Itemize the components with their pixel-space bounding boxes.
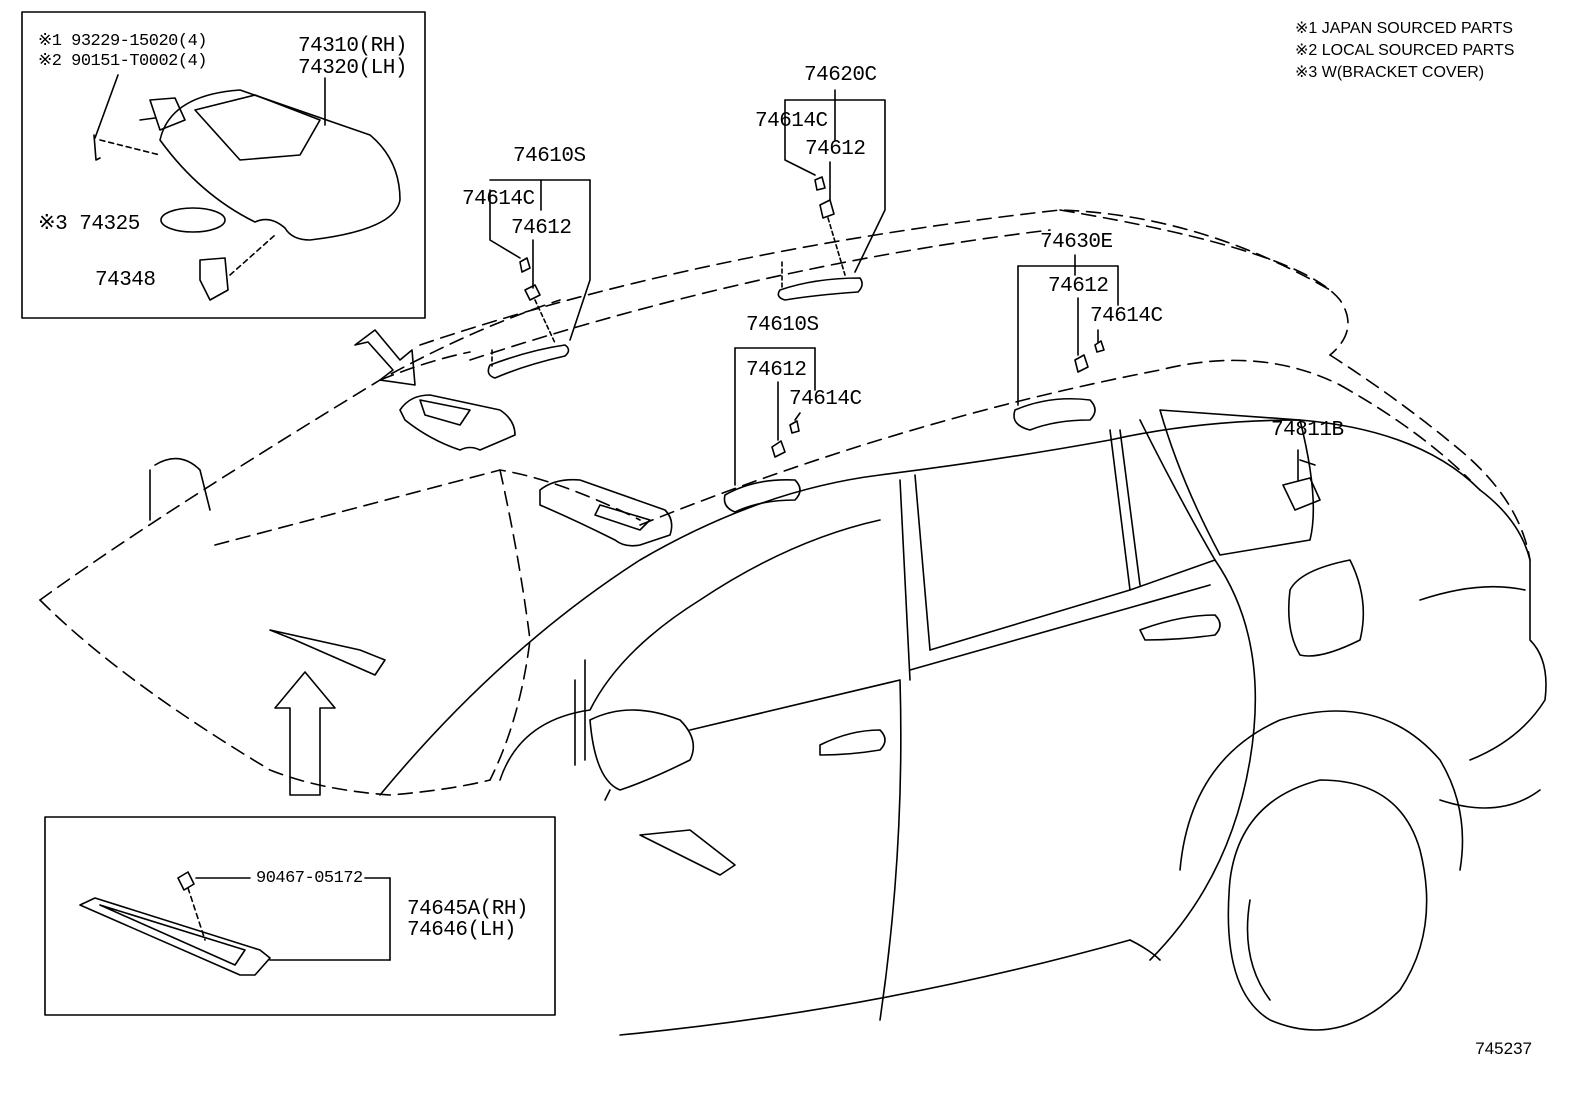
label-visor-rh: 74310(RH) bbox=[298, 35, 407, 58]
label-trim-rh: 74645A(RH) bbox=[407, 898, 529, 921]
label-trim-clip: 90467-05172 bbox=[256, 869, 363, 888]
label-trim-lh: 74646(LH) bbox=[407, 919, 516, 942]
label-screw-japan: ※1 93229-15020(4) bbox=[38, 32, 207, 51]
label-screw-local: ※2 90151-T0002(4) bbox=[38, 52, 207, 71]
label-grip-mid-plug: 74614C bbox=[789, 388, 862, 411]
label-grip-roof-assy: 74620C bbox=[804, 64, 877, 87]
coat-hook bbox=[1282, 449, 1321, 511]
inset-visor-drawing bbox=[93, 74, 401, 301]
label-grip-front-clip: 74612 bbox=[511, 217, 572, 240]
diagram-code: 745237 bbox=[1475, 1039, 1532, 1058]
legend-note-2: ※2 LOCAL SOURCED PARTS bbox=[1295, 42, 1515, 59]
inset-trim-frame bbox=[44, 816, 556, 1016]
label-visor-cover: ※3 74325 bbox=[38, 213, 140, 236]
label-grip-rear-assy: 74630E bbox=[1040, 231, 1113, 254]
label-grip-rear-clip: 74612 bbox=[1048, 275, 1109, 298]
arrow-to-trim bbox=[274, 671, 336, 796]
label-grip-rear-plug: 74614C bbox=[1090, 305, 1163, 328]
label-grip-roof-plug: 74614C bbox=[755, 110, 828, 133]
arrow-to-visor bbox=[354, 329, 416, 386]
assist-grip-roof bbox=[777, 176, 863, 301]
legend-note-3: ※3 W(BRACKET COVER) bbox=[1295, 64, 1485, 81]
label-grip-mid-assy: 74610S bbox=[746, 314, 819, 337]
legend: ※1 JAPAN SOURCED PARTS ※2 LOCAL SOURCED … bbox=[1295, 18, 1514, 84]
label-grip-mid-clip: 74612 bbox=[746, 359, 807, 382]
assist-grip-rear bbox=[1013, 340, 1105, 431]
roof-trim-front bbox=[269, 629, 386, 676]
legend-note-1: ※1 JAPAN SOURCED PARTS bbox=[1295, 20, 1513, 37]
label-grip-roof-clip: 74612 bbox=[805, 138, 866, 161]
assist-grip-front bbox=[487, 257, 570, 379]
leader-lines bbox=[489, 89, 1119, 486]
inset-trim-drawing bbox=[79, 871, 391, 976]
visor-rh-on-car bbox=[399, 394, 516, 451]
label-grip-front-plug: 74614C bbox=[462, 188, 535, 211]
label-visor-lh: 74320(LH) bbox=[298, 57, 407, 80]
label-coat-hook: 74811B bbox=[1271, 419, 1344, 442]
label-visor-holder: 74348 bbox=[95, 269, 156, 292]
assist-grip-mid bbox=[723, 420, 801, 513]
label-grip-front-assy: 74610S bbox=[513, 145, 586, 168]
inset-visor-frame bbox=[21, 11, 426, 319]
visor-lh-on-car bbox=[539, 478, 673, 547]
car-body-solid bbox=[149, 409, 1547, 1036]
